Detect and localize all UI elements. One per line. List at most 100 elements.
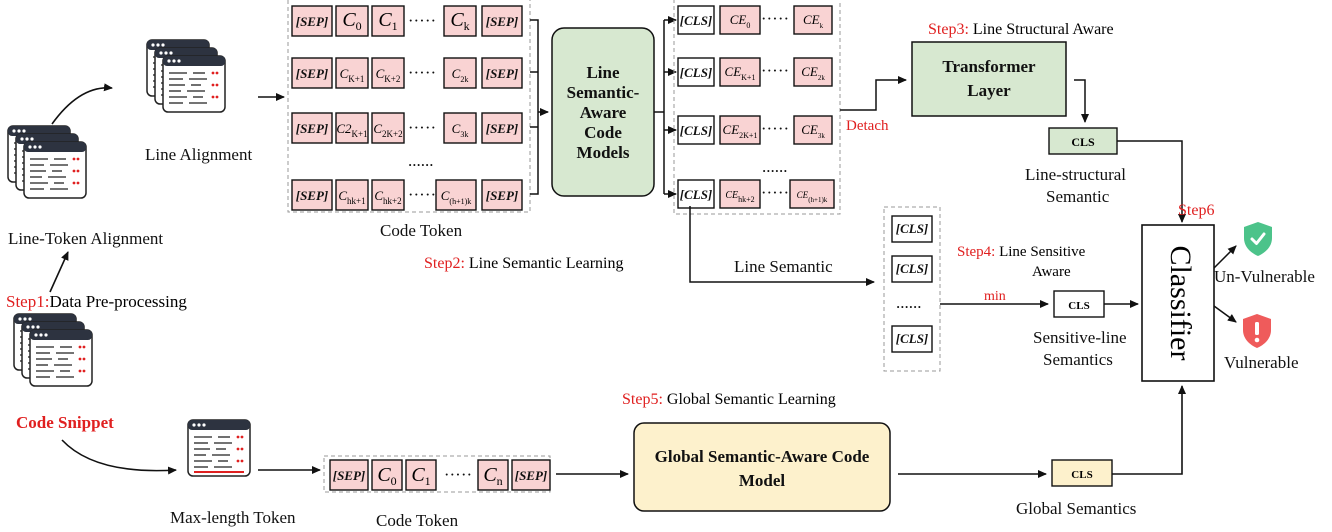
token-dots: ····· <box>408 118 436 137</box>
sep-token-label: [SEP] <box>296 121 329 136</box>
model-to-ce-connectors <box>654 16 677 198</box>
line-token-alignment-label: Line-Token Alignment <box>8 229 163 248</box>
global-cls-box <box>1051 459 1113 487</box>
row-to-model-connectors <box>530 19 549 195</box>
line-semantic-connector <box>689 206 875 286</box>
code-token-label: C1 <box>411 464 430 488</box>
code-token-label: CK+2 <box>376 66 401 84</box>
ce-token <box>793 5 833 35</box>
max-length-token-icon <box>187 419 251 477</box>
global-model-text-2: Model <box>739 471 786 490</box>
ce-dots: ····· <box>761 119 789 138</box>
code-token-label: C0 <box>342 9 361 33</box>
sep-token-label: [SEP] <box>296 66 329 81</box>
ce-token-label: CEK+1 <box>725 64 756 82</box>
ce-ellipsis: ...... <box>762 157 788 176</box>
line-semantic-label: Line Semantic <box>734 257 833 276</box>
code-token <box>405 459 437 491</box>
sensitive-line-cls-text: CLS <box>1068 300 1089 312</box>
sep-token-label: [SEP] <box>515 468 548 483</box>
un-vulnerable-label: Un-Vulnerable <box>1214 267 1315 286</box>
code-token <box>443 112 477 144</box>
sep-token-label: [SEP] <box>486 121 519 136</box>
line-structural-cls-text: CLS <box>1071 135 1095 149</box>
code-token <box>371 179 405 211</box>
code-token-label: C3k <box>452 121 469 139</box>
sep-token <box>511 459 551 491</box>
ce-rows: [CLS]CE0·····CEk[CLS]CEK+1·····CE2k[CLS]… <box>677 5 835 209</box>
transformer-to-cls <box>1074 79 1089 123</box>
sep-token-label: [SEP] <box>333 468 366 483</box>
ce-token <box>719 5 761 35</box>
ce-token <box>793 57 833 87</box>
sep-token <box>291 5 333 37</box>
code-token-label: C0 <box>377 464 396 488</box>
svg-text:Aware: Aware <box>580 103 627 122</box>
line-alignment-icon <box>147 40 225 112</box>
transformer-layer-text-1: Transformer <box>942 57 1036 76</box>
ce-token <box>719 57 761 87</box>
max-length-token-label: Max-length Token <box>170 508 296 527</box>
global-cls-to-classifier <box>1112 385 1186 475</box>
ce-token-label: CEk <box>803 12 824 30</box>
vulnerable-label: Vulnerable <box>1224 353 1299 372</box>
code-token-label: Cn <box>483 464 502 488</box>
cls-token <box>677 5 715 35</box>
ls-cls-to-classifier <box>1117 140 1186 223</box>
code-token-label: C(h+1)k <box>441 188 472 206</box>
cls-token-label: [CLS] <box>680 65 713 80</box>
sep-token <box>481 57 523 89</box>
sep-token-label: [SEP] <box>486 14 519 29</box>
ce-token <box>789 179 835 209</box>
line-structural-label-1: Line-structural <box>1025 165 1126 184</box>
token-dots: ····· <box>408 63 436 82</box>
sep-token <box>291 57 333 89</box>
ce-dots: ····· <box>761 183 789 202</box>
line-token-alignment-icon <box>8 126 86 198</box>
transformer-layer-text-2: Layer <box>967 81 1011 100</box>
cls-token <box>677 179 715 209</box>
code-token-group-top <box>287 0 531 213</box>
cls-token <box>677 115 715 145</box>
code-token-top-label: Code Token <box>380 221 463 240</box>
classifier-box <box>1141 224 1215 382</box>
sensitive-line-label-1: Sensitive-line <box>1033 328 1126 347</box>
detach-label: Detach <box>846 118 889 134</box>
ce-token <box>793 115 833 145</box>
global-semantics-label: Global Semantics <box>1016 499 1136 518</box>
code-token <box>435 179 477 211</box>
sensitive-line-label-2: Semantics <box>1043 350 1113 369</box>
line-structural-label-2: Semantic <box>1046 187 1110 206</box>
cls-token <box>891 325 933 353</box>
token-dots: ····· <box>408 185 436 204</box>
step4-label-2: Aware <box>1032 264 1071 280</box>
code-token <box>371 459 403 491</box>
sep-token <box>329 459 369 491</box>
code-token-label: C1 <box>378 9 397 33</box>
cls-token-label: [CLS] <box>896 221 929 236</box>
line-structural-cls-box <box>1048 127 1118 155</box>
classifier-outputs <box>1213 245 1237 323</box>
shield-alert-icon <box>1243 314 1271 348</box>
step5-label: Step5: Global Semantic Learning <box>622 391 836 408</box>
ce-dots: ····· <box>761 61 789 80</box>
code-snippet-label: Code Snippet <box>16 413 114 432</box>
sep-token <box>481 5 523 37</box>
sep-token <box>481 112 523 144</box>
code-token <box>371 112 405 144</box>
code-token-label: CK+1 <box>340 66 365 84</box>
ce-token-label: CE0 <box>730 12 751 30</box>
ce-token-label: CE2k <box>801 64 825 82</box>
svg-text:Semantic-: Semantic- <box>567 83 640 102</box>
ce-token-label: CEhk+2 <box>725 190 754 204</box>
global-model-text-1: Global Semantic-Aware Code <box>655 447 870 466</box>
token-dots: ····· <box>408 11 436 30</box>
sep-token-label: [SEP] <box>296 14 329 29</box>
ce-token-label: CE2K+1 <box>723 122 758 140</box>
sep-token-label: [SEP] <box>296 188 329 203</box>
rows-ellipsis: ...... <box>408 151 434 170</box>
code-token-label: C2k <box>452 66 469 84</box>
code-token <box>371 5 405 37</box>
code-token <box>443 5 477 37</box>
